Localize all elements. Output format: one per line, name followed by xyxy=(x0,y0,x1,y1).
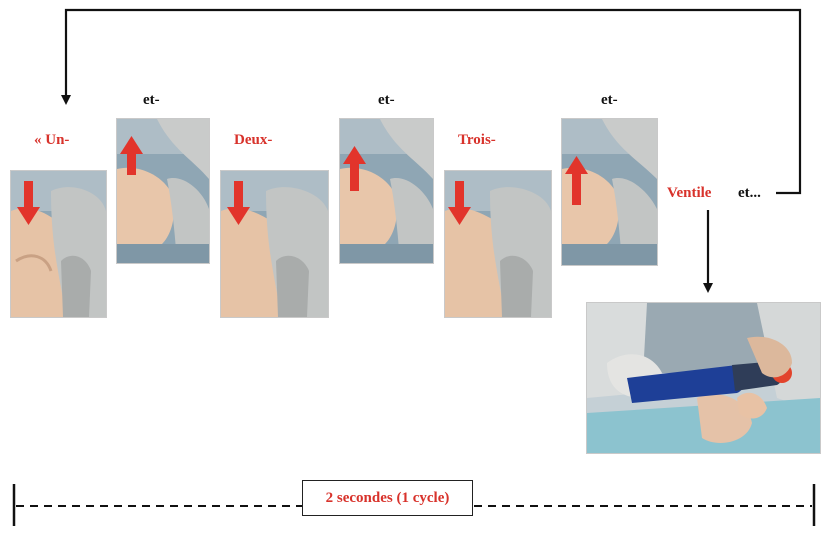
timeline-label: 2 secondes (1 cycle) xyxy=(302,480,473,516)
compression-photo-1 xyxy=(10,170,107,318)
step-label-5: Trois- xyxy=(458,132,496,149)
release-photo-1 xyxy=(116,118,210,264)
arrow-up-icon xyxy=(340,119,433,263)
ventilate-label: Ventile xyxy=(667,185,711,202)
release-photo-3 xyxy=(561,118,658,266)
arrow-down-icon xyxy=(11,171,106,317)
step-label-6: et- xyxy=(601,92,618,109)
step-label-4: et- xyxy=(378,92,395,109)
step-label-1: « Un- xyxy=(34,132,69,149)
continue-label: et... xyxy=(738,185,761,202)
arrow-down-icon xyxy=(221,171,328,317)
compression-photo-2 xyxy=(220,170,329,318)
compression-photo-3 xyxy=(444,170,552,318)
ventilation-photo xyxy=(586,302,821,454)
arrow-down-icon xyxy=(445,171,551,317)
release-photo-2 xyxy=(339,118,434,264)
arrow-up-icon xyxy=(117,119,209,263)
step-label-2: et- xyxy=(143,92,160,109)
step-label-3: Deux- xyxy=(234,132,272,149)
arrow-up-icon xyxy=(562,119,657,265)
